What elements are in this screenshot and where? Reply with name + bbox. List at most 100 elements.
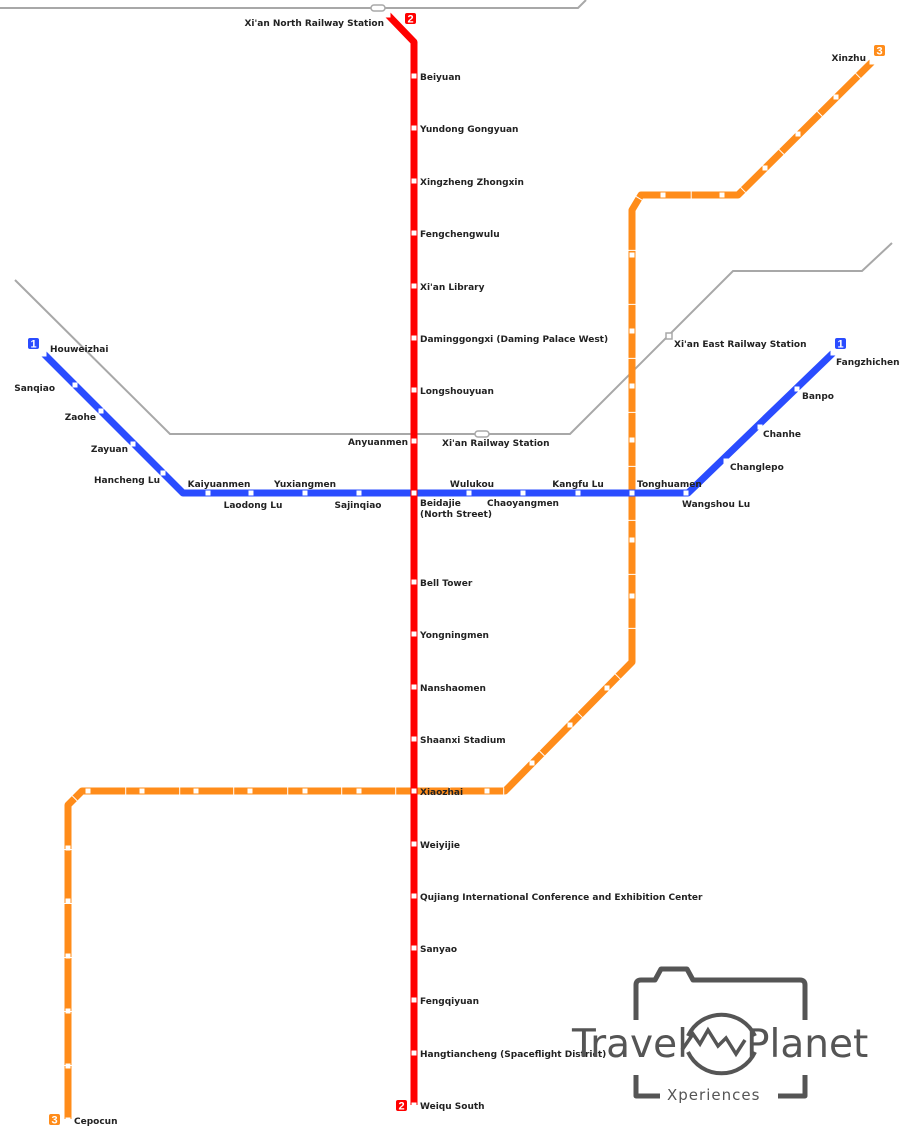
line3-station[interactable]: [869, 59, 875, 65]
station-label: Qujiang International Conference and Exh…: [420, 893, 703, 903]
line1-station[interactable]: [757, 424, 763, 430]
line3-station[interactable]: [356, 788, 362, 794]
station-label: Weiyijie: [420, 841, 460, 851]
line2-badge: 2: [396, 1100, 407, 1113]
line3-station[interactable]: [193, 788, 199, 794]
line3-station[interactable]: [762, 165, 768, 171]
station-label: Anyuanmen: [348, 438, 408, 448]
station-label: Xi'an North Railway Station: [244, 19, 384, 29]
line1-station[interactable]: [466, 490, 472, 496]
line3-station[interactable]: [629, 383, 635, 389]
line3-station[interactable]: [604, 685, 610, 691]
line3-station[interactable]: [529, 760, 535, 766]
line3-station[interactable]: [302, 788, 308, 794]
line3-station[interactable]: [65, 1063, 71, 1069]
station-label: Shaanxi Stadium: [420, 736, 506, 746]
line1-badge: 1: [835, 338, 846, 351]
line1-station[interactable]: [356, 490, 362, 496]
line3-station[interactable]: [629, 593, 635, 599]
line3-station[interactable]: [139, 788, 145, 794]
line2-station[interactable]: [411, 736, 417, 742]
line1-station[interactable]: [575, 490, 581, 496]
station-label: Yuxiangmen: [273, 480, 336, 490]
station-label: Hangtiancheng (Spaceflight District): [420, 1050, 606, 1060]
station-label: Zaohe: [65, 413, 96, 423]
rail-station-marker: [474, 430, 490, 438]
line1-track: [41, 350, 836, 497]
line3-station[interactable]: [85, 788, 91, 794]
line3-station[interactable]: [65, 898, 71, 904]
line2-station[interactable]: [411, 1102, 417, 1108]
line2-station[interactable]: [411, 438, 417, 444]
line3-station[interactable]: [567, 722, 573, 728]
line3-station[interactable]: [65, 1117, 71, 1123]
line2-station[interactable]: [411, 387, 417, 393]
line3-station[interactable]: [660, 192, 666, 198]
line2-station[interactable]: [411, 893, 417, 899]
line2-station[interactable]: [411, 788, 417, 794]
line1-station[interactable]: [411, 490, 417, 496]
station-label: Sanyao: [420, 945, 457, 955]
line3-station[interactable]: [629, 252, 635, 258]
station-label: Sanqiao: [14, 384, 55, 394]
line3-station[interactable]: [719, 192, 725, 198]
line2-station[interactable]: [411, 684, 417, 690]
line2-station[interactable]: [411, 178, 417, 184]
station-label: Houweizhai: [50, 345, 108, 355]
station-label: Banpo: [802, 392, 834, 402]
line2-station[interactable]: [411, 997, 417, 1003]
line2-station[interactable]: [385, 12, 391, 18]
line3-station[interactable]: [629, 328, 635, 334]
line2-station[interactable]: [411, 335, 417, 341]
line1-station[interactable]: [98, 408, 104, 414]
line3-station[interactable]: [629, 437, 635, 443]
line2-station[interactable]: [411, 945, 417, 951]
rail-line-north: [0, 0, 587, 9]
line3-station[interactable]: [65, 953, 71, 959]
line1-station[interactable]: [520, 490, 526, 496]
station-label: Fengchengwulu: [420, 230, 500, 240]
line3-station[interactable]: [247, 788, 253, 794]
line2-station[interactable]: [411, 1050, 417, 1056]
line1-station[interactable]: [160, 470, 166, 476]
station-label: Laodong Lu: [224, 501, 283, 511]
station-label: Wulukou: [450, 480, 494, 490]
station-label-beidajie-sub: (North Street): [420, 510, 492, 520]
line3-station[interactable]: [833, 94, 839, 100]
logo-subtitle: Xperiences: [667, 1086, 760, 1104]
rail-line-main: [14, 242, 893, 435]
line2-station[interactable]: [411, 841, 417, 847]
line2-station[interactable]: [411, 230, 417, 236]
line1-station[interactable]: [629, 490, 635, 496]
line1-station[interactable]: [72, 382, 78, 388]
line1-station[interactable]: [302, 490, 308, 496]
line3-station[interactable]: [795, 131, 801, 137]
svg-text:1: 1: [30, 339, 36, 351]
travelplanet-logo: Travel Planet Xperiences: [571, 966, 868, 1104]
station-label: Nanshaomen: [420, 684, 486, 694]
station-label: Tonghuamen: [637, 480, 702, 490]
line1-station[interactable]: [248, 490, 254, 496]
line1-station[interactable]: [723, 458, 729, 464]
line3-station[interactable]: [484, 788, 490, 794]
line1-station[interactable]: [41, 351, 47, 357]
line1-station[interactable]: [683, 490, 689, 496]
line2-station[interactable]: [411, 73, 417, 79]
line3-station[interactable]: [65, 845, 71, 851]
rail-station-marker: [665, 332, 673, 340]
line1-station[interactable]: [794, 386, 800, 392]
svg-text:1: 1: [837, 339, 843, 351]
station-label: Daminggongxi (Daming Palace West): [420, 335, 608, 345]
line1-station[interactable]: [830, 350, 836, 356]
line3-station[interactable]: [65, 1008, 71, 1014]
line2-station[interactable]: [411, 283, 417, 289]
line2-station[interactable]: [411, 579, 417, 585]
line1-station[interactable]: [130, 441, 136, 447]
line3-segment-dividers: [64, 59, 875, 1120]
line3-station[interactable]: [629, 537, 635, 543]
line1-station[interactable]: [205, 490, 211, 496]
line2-station[interactable]: [411, 631, 417, 637]
line2-station[interactable]: [411, 125, 417, 131]
line3-track: [64, 59, 875, 1120]
